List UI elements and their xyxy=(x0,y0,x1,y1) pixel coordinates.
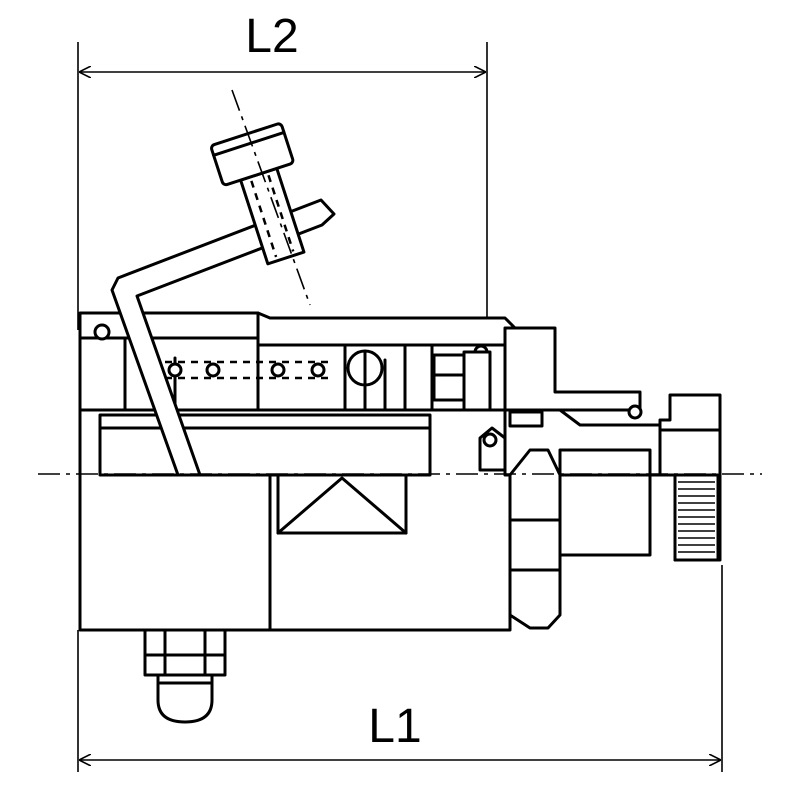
screw-head xyxy=(210,122,295,187)
ball xyxy=(167,362,183,378)
l2-label: L2 xyxy=(245,10,298,63)
dimension-l1: L1 xyxy=(77,565,723,772)
set-screw xyxy=(210,89,311,306)
tube-stub xyxy=(558,448,652,557)
ball xyxy=(205,362,221,378)
o-ring-front xyxy=(627,404,643,420)
valve-window xyxy=(276,473,408,535)
locking-ball xyxy=(346,349,384,412)
seal-block xyxy=(403,343,492,412)
main-body xyxy=(78,408,512,632)
bottom-plug xyxy=(143,628,227,724)
hex-nut xyxy=(508,448,562,630)
dimension-l2: L2 xyxy=(77,10,488,340)
knurl-lines xyxy=(678,481,715,553)
o-ring-left xyxy=(93,323,111,341)
spring-balls xyxy=(165,360,328,380)
ball xyxy=(310,362,326,378)
inner-sleeve xyxy=(98,413,432,477)
bent-lever xyxy=(110,198,336,477)
bottom-hex-nut xyxy=(143,628,227,677)
l1-label: L1 xyxy=(368,700,421,753)
end-cap xyxy=(658,393,722,562)
ball xyxy=(270,362,286,378)
screw-axis-line xyxy=(231,89,311,306)
bottom-cap xyxy=(156,673,214,724)
